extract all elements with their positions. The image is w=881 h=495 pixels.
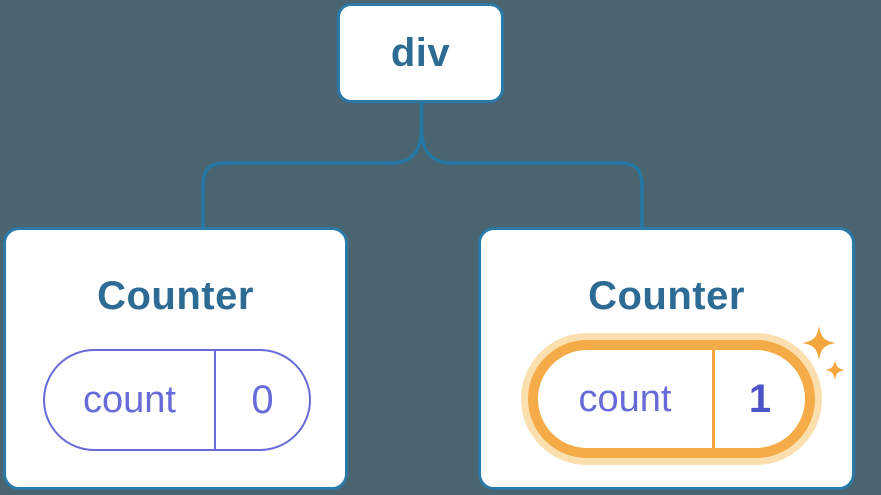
state-pill-highlighted: count 1 [528,340,815,458]
tree-node-counter-right: Counter count 1 [478,227,855,490]
state-pill: count 0 [43,349,311,451]
connector-right-branch [419,127,644,229]
sparkle-small [825,360,845,380]
state-value: 1 [748,376,772,421]
sparkles-icon [802,326,845,380]
state-key: count [83,378,176,421]
pill-divider [214,351,216,449]
sparkle-large [802,326,836,360]
state-value: 0 [251,377,274,422]
component-title: Counter [588,274,745,318]
connector-left-branch [201,127,424,229]
component-title: Counter [97,274,254,318]
root-node-label: div [390,30,451,75]
pill-divider [712,350,715,448]
tree-node-div: div [337,3,504,103]
state-key: count [578,377,672,420]
tree-node-counter-left: Counter count 0 [3,227,348,490]
